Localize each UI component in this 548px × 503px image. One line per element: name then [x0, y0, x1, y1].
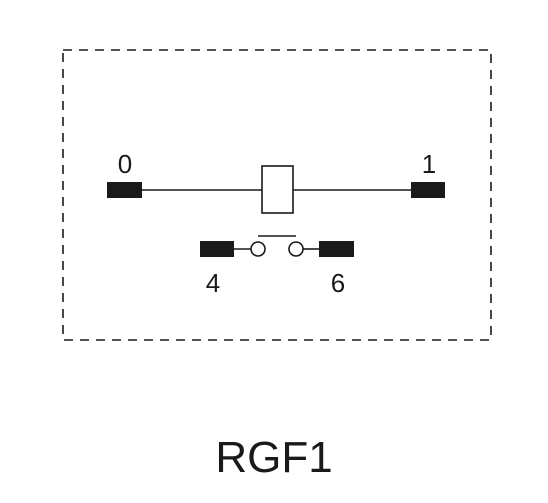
terminal-pad-coil-left	[107, 182, 142, 198]
pin-label-6: 6	[331, 268, 345, 298]
model-title: RGF1	[215, 433, 332, 482]
switch-contact-right	[288, 241, 304, 257]
pin-label-0: 0	[118, 149, 132, 179]
terminal-pad-switch-left	[200, 241, 234, 257]
terminal-pad-switch-right	[319, 241, 354, 257]
coil-symbol	[261, 165, 294, 214]
package-outline	[62, 49, 492, 341]
pin-label-1: 1	[422, 149, 436, 179]
switch-circuit	[200, 235, 354, 257]
switch-contact-left	[250, 241, 266, 257]
terminal-pad-coil-right	[411, 182, 445, 198]
pin-label-4: 4	[206, 268, 220, 298]
coil-circuit	[107, 165, 445, 214]
